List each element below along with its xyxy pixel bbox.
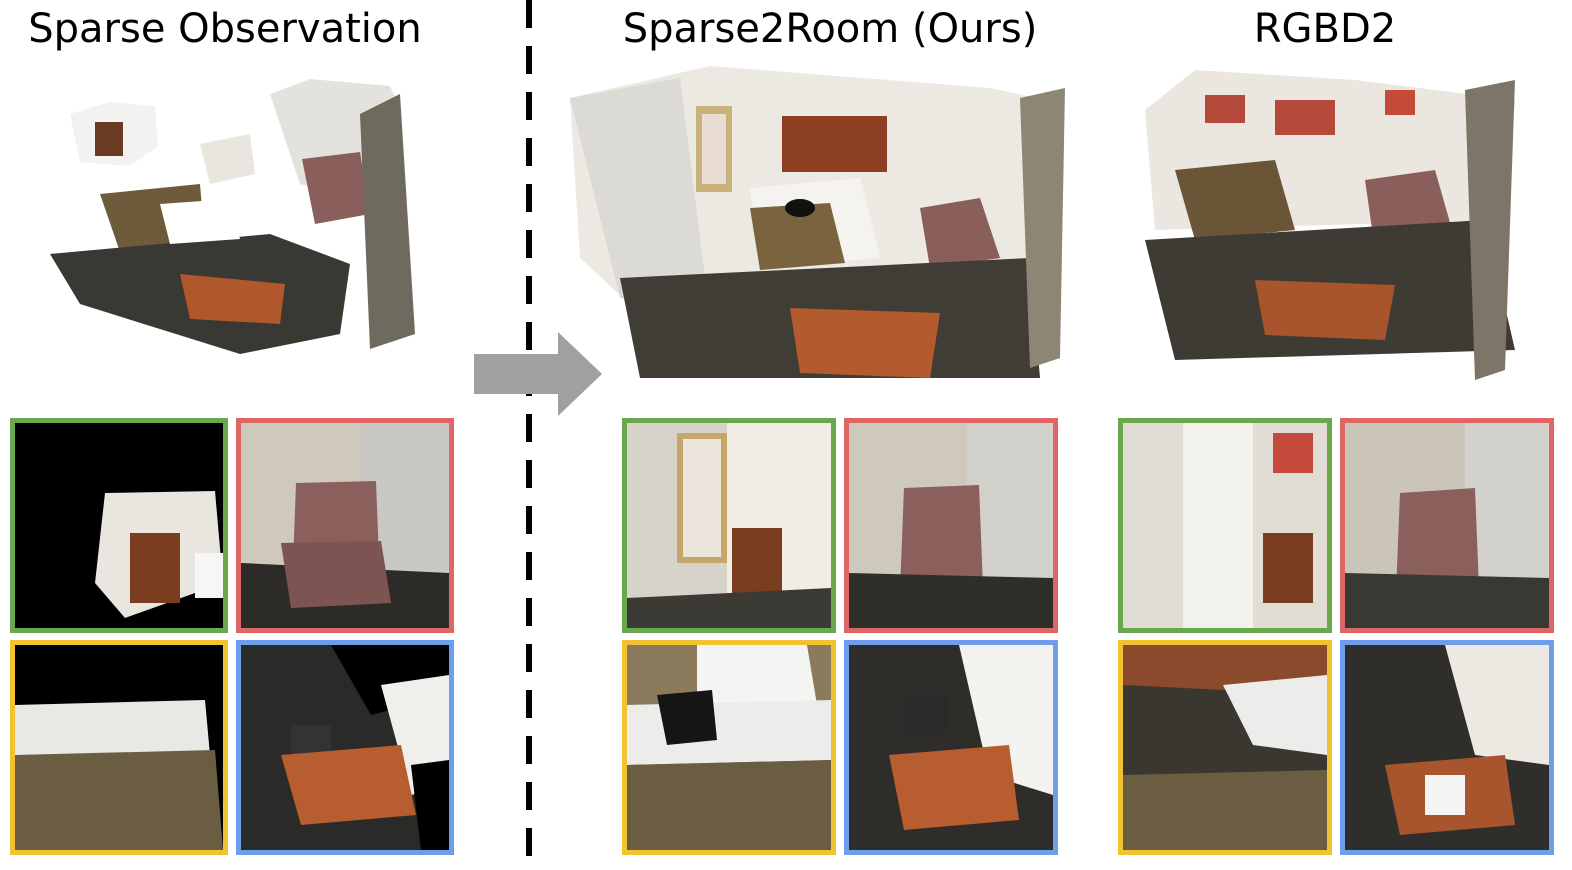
sparse2room-view-red (844, 418, 1058, 633)
sparse-view-red (236, 418, 454, 633)
rgbd2-view-green (1118, 418, 1332, 633)
rgbd2-view-blue (1340, 640, 1554, 855)
title-rgbd2: RGBD2 (1253, 6, 1397, 52)
sparse-view-blue (236, 640, 454, 855)
sparse-view-green (10, 418, 228, 633)
sparse2room-view-green (622, 418, 836, 633)
sparse2room-view-yellow (622, 640, 836, 855)
title-sparse2room: Sparse2Room (Ours) (622, 6, 1038, 52)
rgbd2-view-red (1340, 418, 1554, 633)
sparse-view-yellow (10, 640, 228, 855)
right-arrow-icon (474, 332, 602, 416)
sparse-observation-scene (50, 79, 415, 354)
sparse2room-scene (570, 66, 1065, 378)
dashed-divider (526, 0, 532, 870)
rgbd2-scene (1145, 70, 1515, 380)
title-sparse-observation: Sparse Observation (28, 6, 422, 52)
sparse2room-view-blue (844, 640, 1058, 855)
rgbd2-view-yellow (1118, 640, 1332, 855)
